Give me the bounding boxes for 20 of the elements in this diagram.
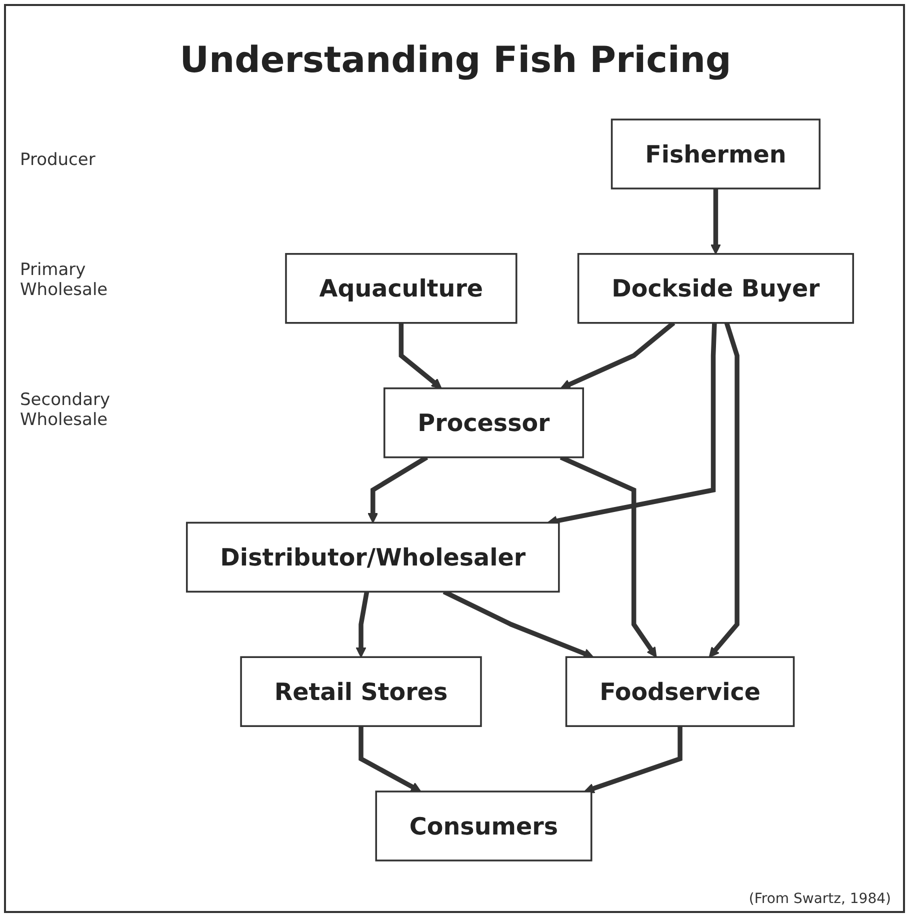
node-box: Retail Stores	[240, 656, 482, 727]
node-box: Consumers	[375, 790, 592, 862]
level-label: Producer	[20, 150, 96, 170]
level-label: Primary Wholesale	[20, 260, 109, 300]
arrow	[560, 321, 676, 390]
node-box: Processor	[384, 387, 584, 458]
node-box: Dockside Buyer	[577, 253, 854, 324]
node-box: Fishermen	[610, 118, 821, 190]
arrow	[584, 726, 682, 794]
arrow	[398, 322, 442, 389]
arrow	[358, 726, 422, 792]
caption: (From Swartz, 1984)	[748, 891, 891, 907]
arrow	[356, 591, 370, 658]
node-box: Distributor/Wholesaler	[186, 522, 560, 593]
node-box: Foodservice	[565, 656, 795, 727]
title: Understanding Fish Pricing	[178, 40, 732, 81]
node-box: Aquaculture	[285, 253, 518, 324]
level-label: Secondary Wholesale	[20, 390, 112, 430]
arrow	[710, 188, 721, 254]
arrow	[708, 322, 740, 658]
